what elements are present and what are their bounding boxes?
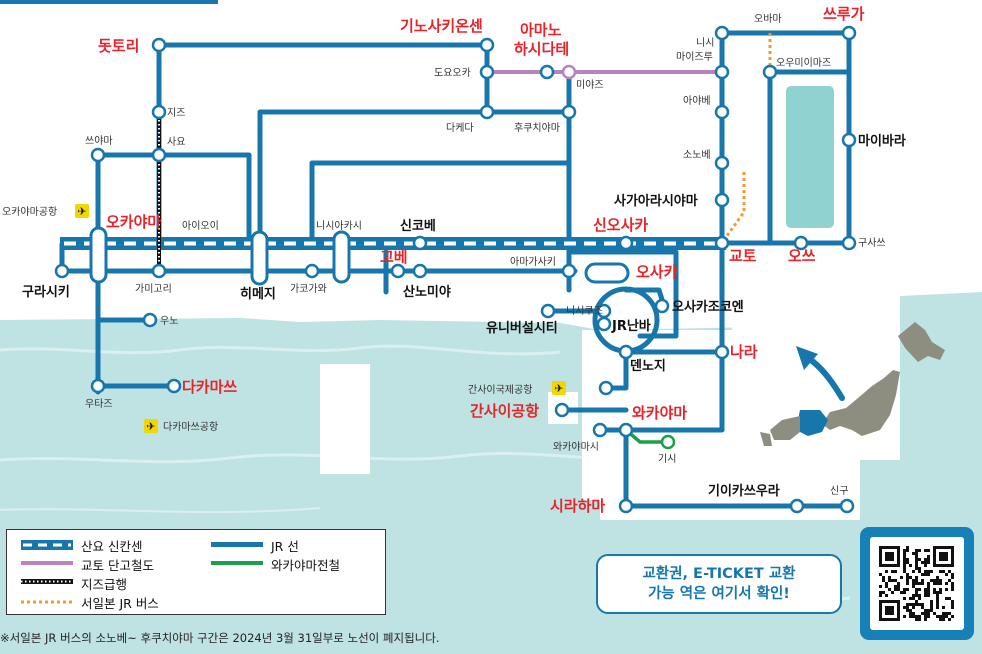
station-maibara: 마이바라 bbox=[858, 133, 906, 149]
legend-jr-label: JR 선 bbox=[271, 539, 299, 554]
shinkansen-line bbox=[60, 237, 726, 250]
station-jrnamba: JR난바 bbox=[611, 318, 651, 334]
station-nishimaizuru-2: 마이즈루 bbox=[676, 51, 713, 63]
svg-text:✈: ✈ bbox=[554, 382, 563, 395]
station-tennoji: 덴노지 bbox=[630, 358, 666, 374]
station-amanohashidate-2: 하시다테 bbox=[514, 40, 569, 58]
station-shingu: 신구 bbox=[830, 485, 848, 497]
station-sagano: 사가아라시야마 bbox=[614, 193, 698, 209]
station-obama: 오바마 bbox=[754, 13, 782, 25]
station-takamatsu-airport: 다카마쓰공항 bbox=[163, 421, 218, 433]
station-tsuyama: 쓰야마 bbox=[85, 135, 113, 147]
legend-chizu-swatch bbox=[21, 579, 73, 584]
callout-line-1: 교환권, E-TICKET 교환 bbox=[642, 566, 796, 582]
station-okayama-airport: 오카야마공항 bbox=[2, 206, 57, 218]
station-nishimaizuru-1: 니시 bbox=[696, 37, 714, 49]
station-wakayamashi: 와카야마시 bbox=[553, 441, 599, 453]
station-himeji: 히메지 bbox=[240, 286, 276, 302]
station-nishiakashi: 니시아카시 bbox=[316, 220, 362, 232]
miyazu-station bbox=[561, 64, 577, 80]
station-kishi: 기시 bbox=[658, 453, 676, 465]
capsule-stations bbox=[89, 226, 630, 286]
legend-wakayama-swatch bbox=[211, 561, 263, 565]
legend-bus-label: 서일본 JR 버스 bbox=[81, 596, 159, 611]
kishi-station bbox=[660, 434, 676, 450]
legend-tango-label: 교토 단고철도 bbox=[81, 558, 154, 573]
station-shirahama: 시라하마 bbox=[550, 497, 605, 515]
kii-land-3 bbox=[600, 460, 860, 520]
legend: 산요 신칸센 교토 단고철도 지즈급행 서일본 JR 버스 JR 선 와카야마전… bbox=[6, 529, 386, 615]
station-kyoto: 교토 bbox=[729, 247, 757, 265]
callout-line-2: 가능 역은 여기서 확인! bbox=[648, 586, 790, 602]
station-osaka: 오사카 bbox=[636, 263, 678, 281]
bus-line-south bbox=[722, 172, 746, 241]
station-kusatsu: 구사쓰 bbox=[858, 237, 886, 249]
legend-shinkansen-swatch bbox=[21, 540, 73, 550]
arrow-icon bbox=[796, 346, 818, 370]
awaji-island bbox=[320, 364, 370, 474]
station-kurashiki: 구라시키 bbox=[22, 284, 70, 300]
station-amagasaki: 아마가사키 bbox=[510, 256, 556, 268]
station-kakogawa: 가코가와 bbox=[290, 283, 327, 295]
station-ayabe: 아야베 bbox=[683, 95, 711, 107]
station-sonobe: 소노베 bbox=[683, 149, 711, 161]
ticket-exchange-callout: 교환권, E-TICKET 교환 가능 역은 여기서 확인! bbox=[596, 554, 842, 614]
station-otsu: 오쓰 bbox=[788, 247, 816, 265]
station-kobe: 고베 bbox=[380, 248, 408, 266]
lake-biwa bbox=[786, 86, 834, 228]
qr-code-icon[interactable] bbox=[870, 537, 964, 630]
header-tab bbox=[0, 0, 218, 4]
station-amanohashidate-1: 아마노 bbox=[520, 21, 562, 39]
station-aioi: 아이오이 bbox=[182, 220, 219, 232]
station-kansai-airport: 간사이공항 bbox=[470, 402, 539, 420]
station-kinosaki: 기노사키온센 bbox=[400, 17, 483, 35]
station-uno: 우노 bbox=[160, 315, 178, 327]
airplane-icon: ✈ bbox=[144, 419, 158, 433]
station-fukuchiyama: 후쿠치야마 bbox=[514, 122, 560, 134]
kii-land-2 bbox=[732, 300, 900, 460]
footnote: ※서일본 JR 버스의 소노베~ 후쿠치야마 구간은 2024년 3월 31일부… bbox=[0, 631, 440, 645]
svg-text:✈: ✈ bbox=[146, 420, 155, 433]
station-tsuruga: 쓰루가 bbox=[823, 5, 865, 23]
station-dots bbox=[54, 25, 857, 514]
station-chizu: 지즈 bbox=[167, 107, 185, 119]
station-nara: 나라 bbox=[730, 343, 758, 361]
station-okayama: 오카야마 bbox=[106, 213, 161, 231]
station-nishikujo: 니시쿠조 bbox=[566, 305, 603, 317]
svg-text:✈: ✈ bbox=[77, 205, 86, 218]
station-omimaiko: 오우미이마즈 bbox=[776, 57, 831, 69]
station-shinkobe: 신코베 bbox=[400, 219, 436, 234]
qr-code-frame[interactable] bbox=[860, 527, 974, 640]
airplane-icon: ✈ bbox=[75, 204, 89, 218]
legend-tango-swatch bbox=[21, 561, 73, 565]
legend-shinkansen-label: 산요 신칸센 bbox=[81, 539, 143, 554]
station-shinosaka: 신오사카 bbox=[593, 216, 648, 234]
station-dottori: 돗토리 bbox=[98, 37, 139, 55]
station-takeda: 다케다 bbox=[446, 122, 474, 134]
japan-silhouette-icon bbox=[760, 322, 945, 446]
station-takamatsu: 다카마쓰 bbox=[182, 378, 237, 396]
station-utazu: 우타즈 bbox=[85, 398, 113, 410]
station-wakayama: 와카야마 bbox=[632, 404, 687, 422]
station-kiikatsuura: 기이카쓰우라 bbox=[708, 483, 780, 499]
station-miyazu: 미야즈 bbox=[576, 79, 604, 91]
airplane-icon: ✈ bbox=[552, 381, 566, 395]
station-kamigori: 가미고리 bbox=[135, 283, 172, 295]
legend-jr-swatch bbox=[211, 542, 263, 547]
station-sayo: 사요 bbox=[167, 136, 185, 148]
station-osakajo: 오사카조코엔 bbox=[672, 299, 744, 315]
station-universal: 유니버설시티 bbox=[486, 320, 558, 336]
station-sannomiya: 산노미야 bbox=[403, 284, 451, 300]
station-kansai-airport-sub: 간사이국제공항 bbox=[468, 384, 532, 396]
legend-wakayama-label: 와카야마전철 bbox=[271, 558, 341, 573]
station-toyooka: 도요오카 bbox=[434, 67, 471, 79]
legend-bus-swatch bbox=[21, 600, 73, 604]
legend-chizu-label: 지즈급행 bbox=[81, 577, 128, 592]
